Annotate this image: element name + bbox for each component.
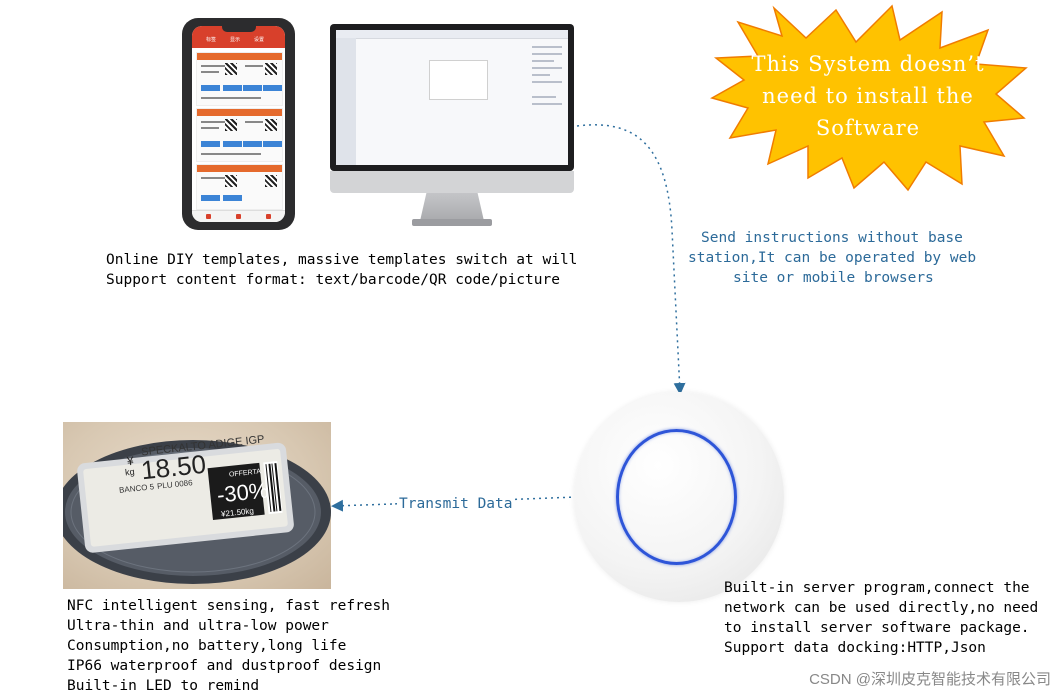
esl-product-photo: SPECKALTO ADIGE IGP ¥ kg 18.50 BANCO 5 P… (63, 422, 331, 589)
phone-app-header: 标签 显示 设置 (192, 26, 285, 48)
phone-mockup: 标签 显示 设置 (182, 18, 295, 230)
esl-feature-line-4: IP66 waterproof and dustproof design (67, 658, 382, 674)
server-feature-line-4: Support data docking:HTTP,Json (724, 640, 986, 656)
arrow-to-esl-head (331, 499, 393, 512)
editor-toolbar (336, 30, 568, 39)
starburst-callout (710, 4, 1028, 192)
phone-template-card (196, 108, 283, 162)
starburst-line-3: Software (815, 116, 921, 140)
phone-notch (222, 26, 256, 32)
esl-feature-line-1: NFC intelligent sensing, fast refresh (67, 598, 391, 614)
phone-tab-settings: 设置 (254, 37, 265, 43)
esl-discount: -30% (215, 477, 270, 508)
esl-feature-line-2: Ultra-thin and ultra-low power (67, 618, 329, 634)
server-feature-line-3: to install server software package. (724, 620, 1030, 636)
access-point-led-ring (616, 429, 737, 565)
esl-feature-line-3: Consumption,no battery,long life (67, 638, 347, 654)
watermark: CSDN @深圳皮克智能技术有限公司 (809, 671, 1051, 688)
editor-template-canvas (429, 60, 488, 100)
server-feature-line-1: Built-in server program,connect the (724, 580, 1030, 596)
monitor-stand (420, 193, 484, 221)
monitor-mockup (330, 24, 574, 171)
starburst-line-2: need to install the (762, 84, 974, 108)
phone-bottom-nav (192, 210, 285, 222)
send-instructions-line-2: station,It can be operated by web (688, 250, 977, 266)
esl-feature-line-5: Built-in LED to remind (67, 678, 260, 694)
templates-caption-line-2: Support content format: text/barcode/QR … (106, 272, 560, 288)
arrow-access-point-to-esl (391, 496, 578, 505)
server-feature-line-2: network can be used directly,no need (724, 600, 1039, 616)
editor-sidebar (336, 38, 356, 165)
transmit-data-label: Transmit Data (397, 494, 515, 514)
monitor-chin (330, 171, 574, 193)
arrow-monitor-to-access-point (576, 124, 686, 395)
monitor-base (412, 219, 492, 226)
phone-screen: 标签 显示 设置 (192, 26, 285, 222)
starburst-shape (710, 4, 1028, 192)
send-instructions-line-1: Send instructions without base (701, 230, 963, 246)
starburst-line-1: This System doesn’t (751, 52, 985, 76)
monitor-screen (336, 30, 568, 165)
phone-template-card (196, 164, 283, 210)
phone-tab-display: 显示 (230, 37, 241, 43)
phone-tab-label: 标签 (206, 37, 217, 43)
esl-unit: kg (124, 466, 136, 478)
send-instructions-line-3: site or mobile browsers (733, 270, 934, 286)
phone-template-card (196, 52, 283, 106)
templates-caption-line-1: Online DIY templates, massive templates … (106, 252, 578, 268)
editor-properties-panel (532, 46, 566, 116)
